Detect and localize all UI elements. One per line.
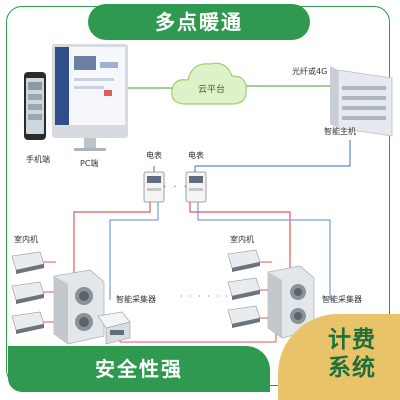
indoor-unit xyxy=(227,277,261,300)
line-bottom-red xyxy=(119,330,277,343)
collector-left-device xyxy=(97,311,131,345)
indoor-units-left xyxy=(11,251,45,334)
line-blue-right xyxy=(197,202,331,300)
indoor-units-right xyxy=(227,249,261,328)
header-title: 多点暖通 xyxy=(88,4,310,40)
link-label: 光纤或4G xyxy=(292,67,328,76)
phone-device xyxy=(24,72,46,140)
smart-host-device xyxy=(330,66,393,137)
units-ellipsis: · · · · · · xyxy=(180,292,230,301)
cloud-label: 云平台 xyxy=(198,85,226,95)
phone-label: 手机端 xyxy=(26,155,50,164)
meter-left-device xyxy=(143,171,165,203)
collector-left-label: 智能采集器 xyxy=(116,295,156,304)
indoor-unit xyxy=(227,249,261,272)
host-label: 智能主机 xyxy=(324,127,356,136)
indoor-unit xyxy=(11,311,45,334)
line-host-bus xyxy=(195,140,351,167)
cloud-shape xyxy=(171,62,247,105)
indoor-unit xyxy=(11,251,45,274)
pc-label: PC端 xyxy=(80,159,99,168)
collector-right-label: 智能采集器 xyxy=(322,295,362,304)
meter-left-label: 电表 xyxy=(146,151,162,160)
meters-ellipsis: · · · xyxy=(163,182,189,193)
indoor-unit xyxy=(227,305,261,328)
indoor-left-label: 室内机 xyxy=(14,235,38,244)
outdoor-unit-right xyxy=(267,265,315,339)
meter-right-label: 电表 xyxy=(188,151,204,160)
meter-right-device xyxy=(185,171,207,203)
badge-line-1: 计费 xyxy=(328,327,376,353)
outdoor-unit-left xyxy=(53,269,105,345)
pc-monitor xyxy=(52,44,128,151)
badge-line-2: 系统 xyxy=(328,355,376,381)
billing-badge xyxy=(278,314,400,400)
line-meter-right-down xyxy=(189,202,291,268)
line-meter-left-down xyxy=(73,202,151,280)
indoor-right-label: 室内机 xyxy=(230,235,254,244)
billing-badge-text: 计费 系统 xyxy=(312,326,392,382)
indoor-unit xyxy=(11,281,45,304)
footer-slogan: 安全性强 xyxy=(8,346,270,392)
line-blue-left xyxy=(109,202,159,300)
